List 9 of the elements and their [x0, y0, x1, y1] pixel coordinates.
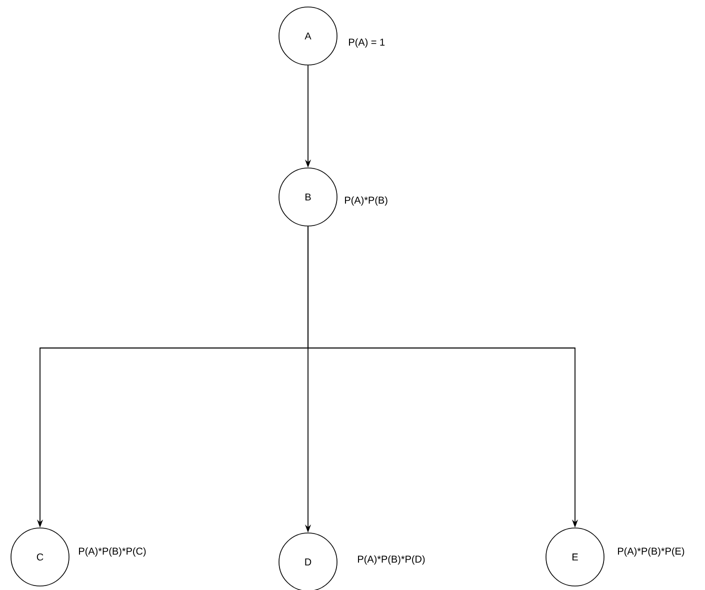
- probability-label: P(A)*P(B): [345, 196, 388, 206]
- probability-label: P(A) = 1: [349, 38, 385, 48]
- circle-node: C: [10, 528, 70, 586]
- circle-node: E: [546, 528, 604, 586]
- probability-label: P(A)*P(B)*P(E): [618, 547, 684, 557]
- circle-node: B: [278, 168, 338, 226]
- probability-label: P(A)*P(B)*P(C): [79, 547, 146, 557]
- circle-node: A: [278, 6, 338, 66]
- probability-label: P(A)*P(B)*P(D): [358, 555, 425, 565]
